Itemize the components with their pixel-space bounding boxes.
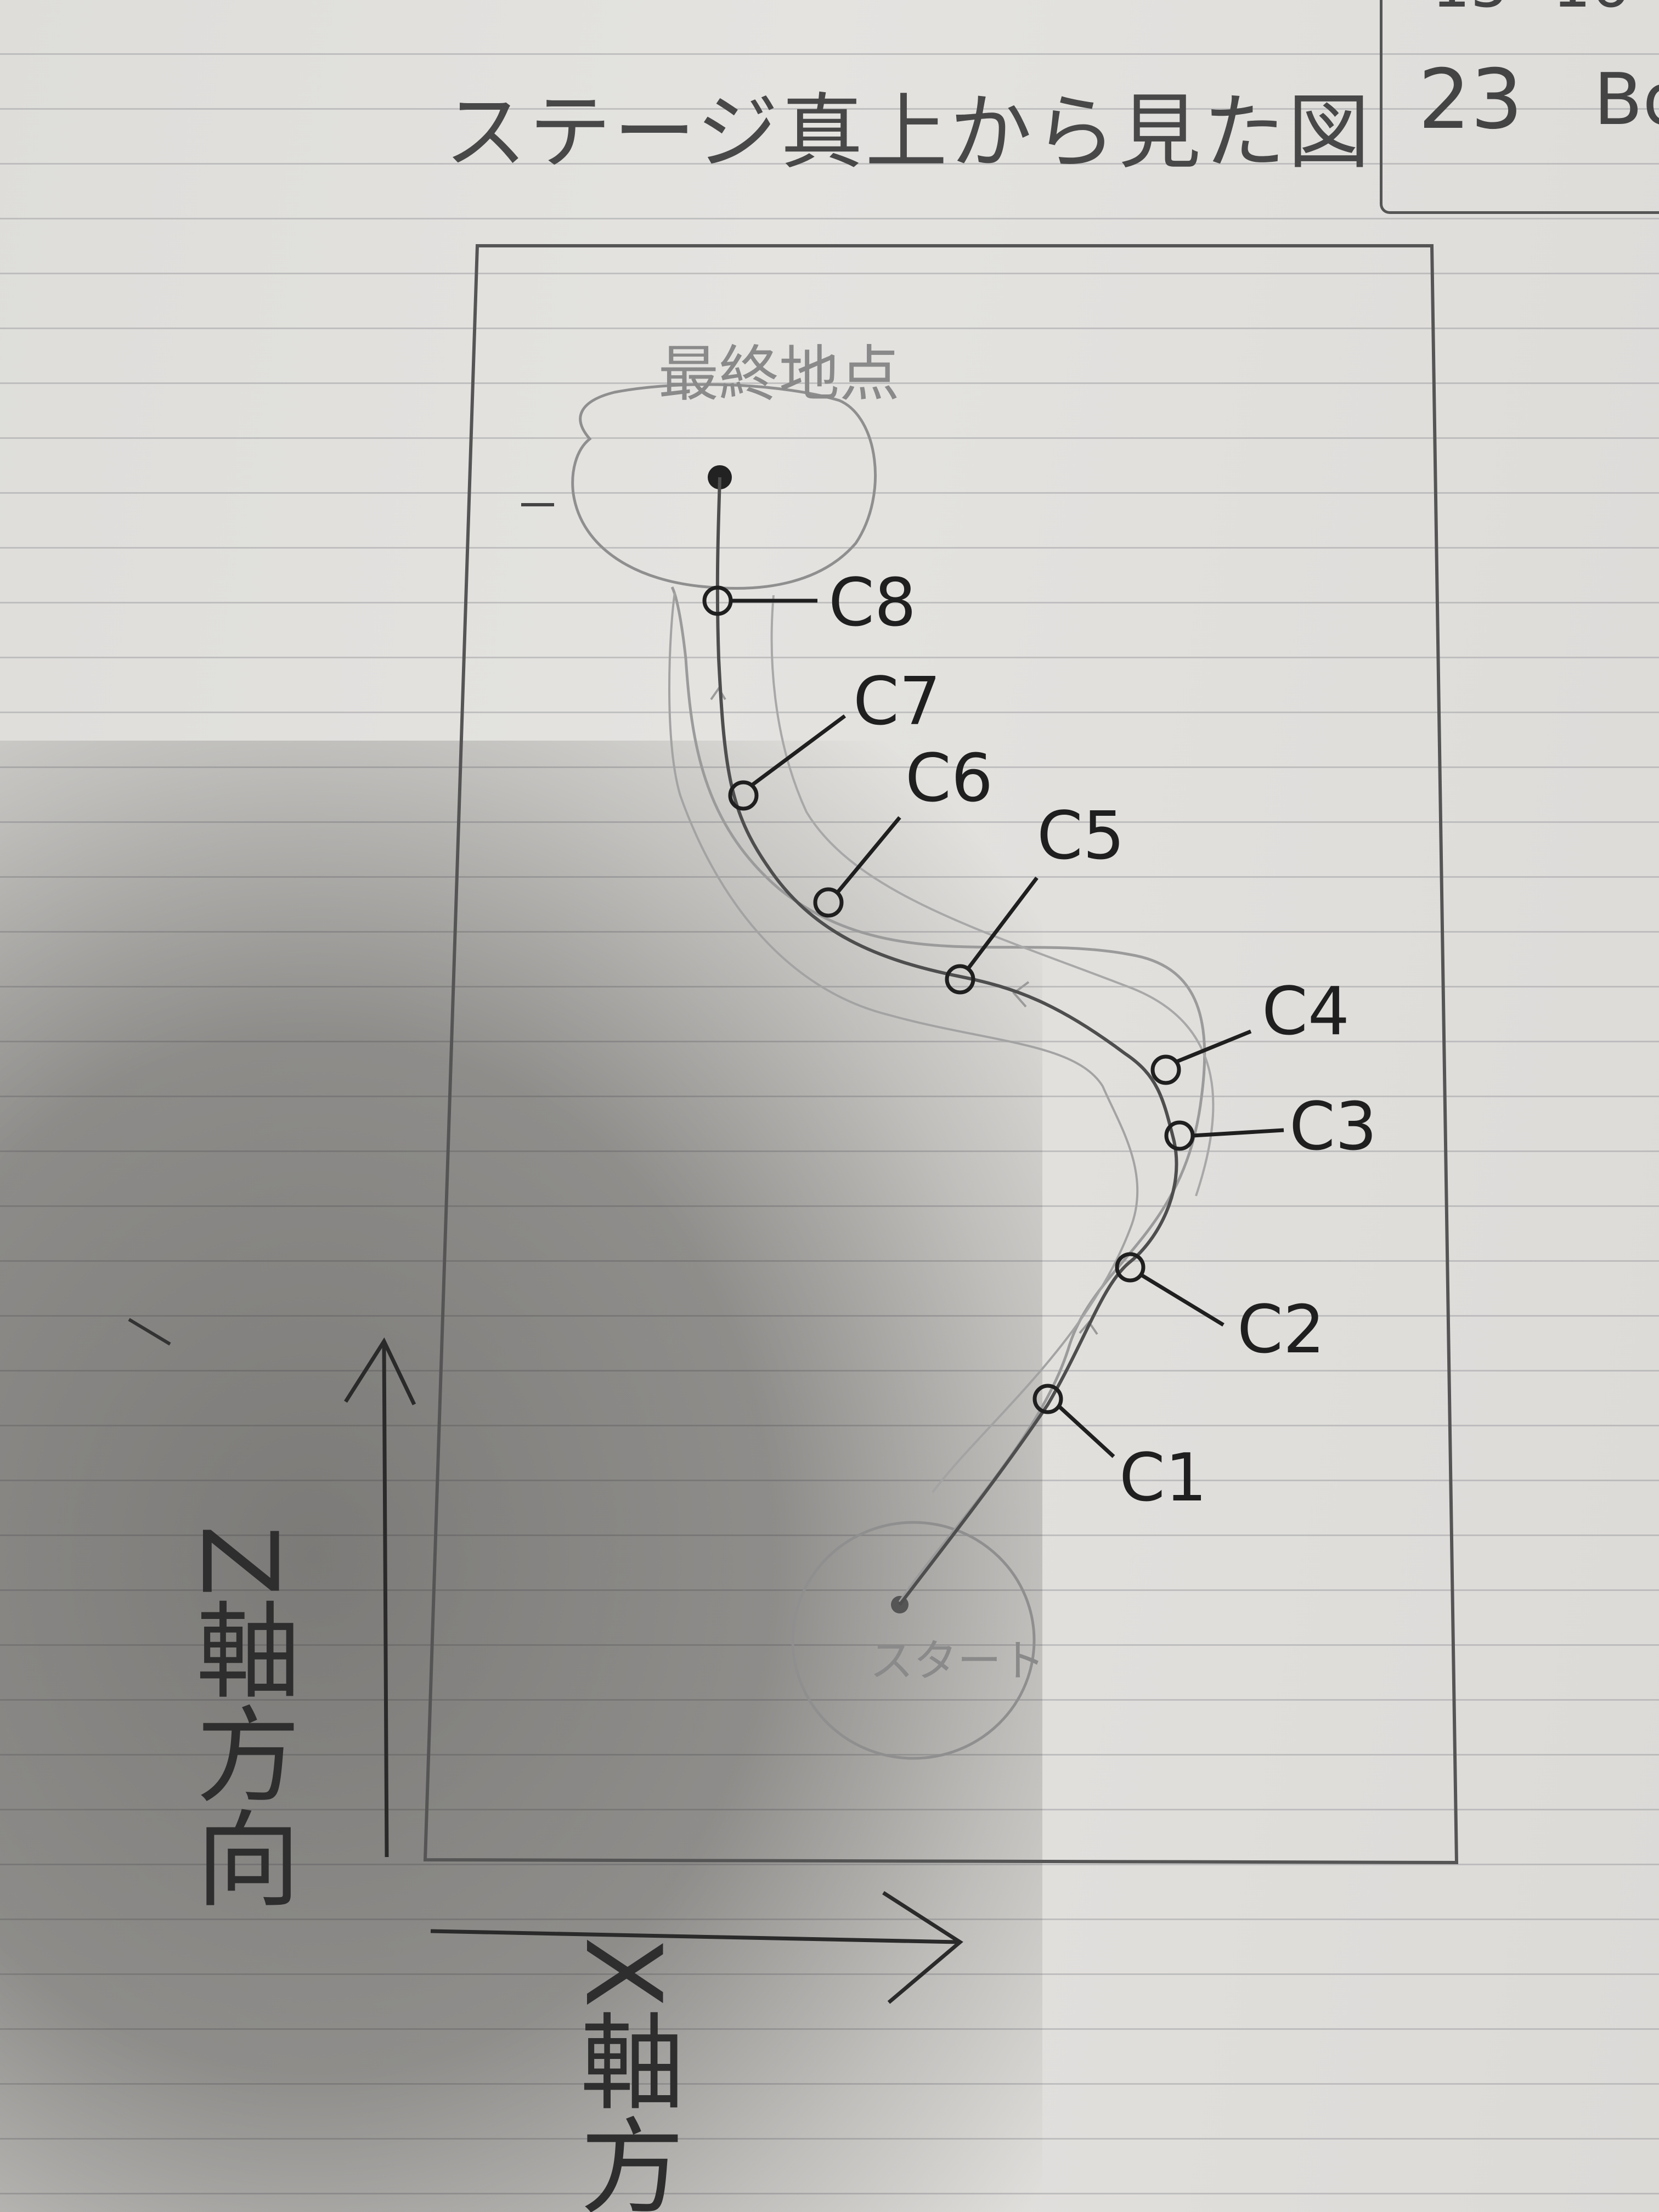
start-label: スタート bbox=[870, 1635, 1045, 1686]
checkpoint-c5: C5 bbox=[945, 798, 1125, 995]
corner-note-box bbox=[1380, 0, 1659, 214]
corner-note-text: 16 bbox=[1553, 0, 1629, 21]
z-axis-label: Z軸方向 bbox=[178, 1525, 300, 1910]
z-axis-arrow bbox=[344, 1337, 416, 1858]
goal-area bbox=[571, 383, 877, 590]
checkpoint-marker bbox=[1032, 1384, 1063, 1414]
checkpoint-marker bbox=[1150, 1054, 1181, 1085]
x-axis-label: X軸方向 bbox=[562, 1937, 684, 2212]
checkpoint-leader-line bbox=[967, 876, 1039, 970]
corner-note-text: 23 bbox=[1418, 52, 1523, 148]
checkpoint-label: C3 bbox=[1289, 1089, 1377, 1165]
checkpoint-marker bbox=[728, 780, 759, 811]
checkpoint-leader-line bbox=[1141, 1274, 1224, 1327]
checkpoint-label: C1 bbox=[1119, 1440, 1207, 1516]
checkpoint-c3: C3 bbox=[1164, 1089, 1377, 1165]
checkpoint-label: C6 bbox=[905, 741, 993, 817]
checkpoint-leader-line bbox=[1058, 1406, 1115, 1458]
checkpoint-marker bbox=[1115, 1252, 1146, 1283]
course-center-path bbox=[715, 477, 1178, 1606]
checkpoint-label: C4 bbox=[1262, 974, 1350, 1050]
direction-arrow-icon bbox=[1012, 981, 1030, 1008]
direction-arrow-icon bbox=[710, 686, 726, 701]
checkpoint-label: C5 bbox=[1037, 798, 1125, 874]
checkpoint-c7: C7 bbox=[728, 664, 941, 811]
checkpoint-marker bbox=[945, 964, 975, 995]
checkpoint-leader-line bbox=[1192, 1128, 1284, 1138]
checkpoint-leader-line bbox=[837, 816, 901, 893]
corner-note-text: Bo bbox=[1594, 58, 1659, 141]
checkpoint-leader-line bbox=[751, 714, 847, 786]
checkpoint-c6: C6 bbox=[813, 741, 993, 918]
checkpoint-marker bbox=[1164, 1120, 1195, 1151]
goal-label: 最終地点 bbox=[658, 339, 900, 409]
checkpoint-marker bbox=[813, 887, 844, 918]
checkpoint-leader-line bbox=[1176, 1029, 1252, 1064]
checkpoint-label: C8 bbox=[828, 565, 916, 641]
checkpoint-c4: C4 bbox=[1150, 974, 1350, 1085]
stray-pencil-mark bbox=[128, 1318, 171, 1346]
course-wall-right bbox=[670, 586, 1206, 1603]
course-wall-left bbox=[770, 595, 1215, 1197]
checkpoint-c1: C1 bbox=[1032, 1384, 1207, 1516]
checkpoint-c8: C8 bbox=[702, 565, 916, 641]
start-area bbox=[791, 1521, 1036, 1760]
course-wall-mid bbox=[668, 592, 1139, 1493]
page-title: ステージ真上から見た図 bbox=[444, 85, 1373, 180]
checkpoint-label: C7 bbox=[853, 664, 941, 740]
x-axis-arrow bbox=[430, 1891, 963, 2004]
checkpoint-label: C2 bbox=[1237, 1292, 1325, 1368]
stage-boundary bbox=[423, 244, 1459, 1865]
corner-note-text: 15 bbox=[1432, 0, 1509, 21]
checkpoint-c2: C2 bbox=[1115, 1252, 1325, 1368]
